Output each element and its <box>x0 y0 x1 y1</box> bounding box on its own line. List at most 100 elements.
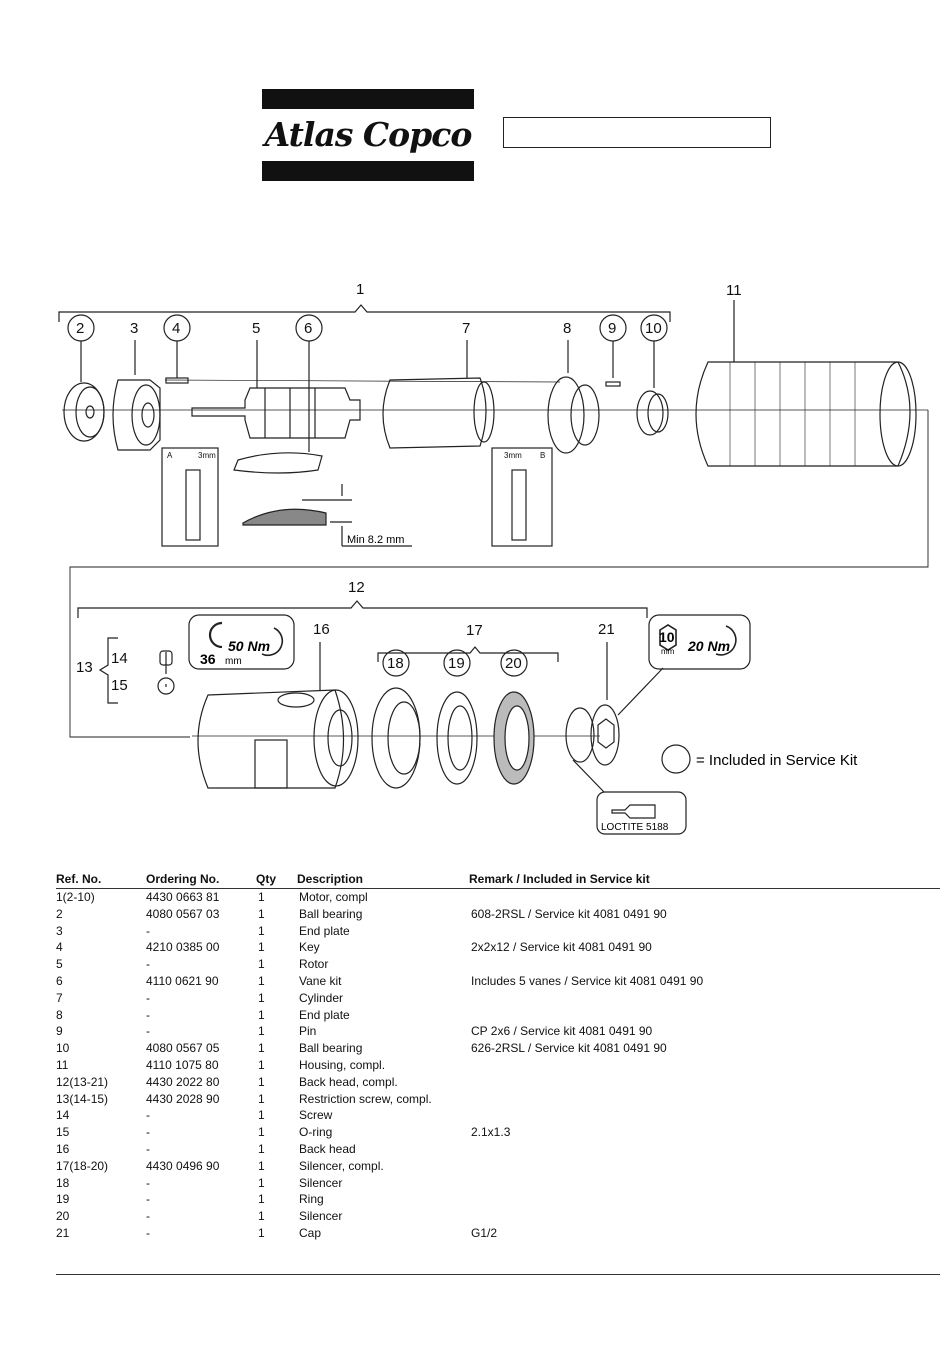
cell-ordering-no: - <box>146 1125 150 1140</box>
callout-12: 12 <box>348 579 365 596</box>
cell-remark: CP 2x6 / Service kit 4081 0491 90 <box>471 1024 653 1039</box>
torque-2-value: 20 Nm <box>687 638 730 654</box>
callout-circle-19 <box>443 649 471 677</box>
cell-remark <box>471 1074 940 1091</box>
cell-description: Key <box>299 940 320 955</box>
callout-circle-18 <box>382 649 410 677</box>
callout-15: 15 <box>111 677 128 694</box>
logo-wordmark: Atlas Copco <box>264 115 473 154</box>
cell-qty: 1 <box>258 1209 265 1224</box>
cell-ref-no: 2 <box>56 906 63 921</box>
atlas-copco-logo: Atlas Copco <box>262 89 474 181</box>
cell-description: End plate <box>299 1007 350 1022</box>
cell-remark <box>471 1107 940 1124</box>
part-11-housing <box>695 361 911 467</box>
cell-ordering-no: 4430 0496 90 <box>146 1158 220 1173</box>
table-header: Ref. No. Ordering No. Qty Description Re… <box>56 871 940 889</box>
header-remark: Remark / Included in Service kit <box>469 872 650 886</box>
cell-description: End plate <box>299 923 350 938</box>
torque-1-wrench-unit: mm <box>225 656 242 667</box>
table-row: 11 4110 1075 80 1 Housing, compl. <box>56 1057 940 1074</box>
cell-ordering-no: 4430 0663 81 <box>146 890 220 904</box>
logo-top-bar <box>262 89 474 109</box>
torque-1-value: 50 Nm <box>228 638 270 654</box>
cell-qty: 1 <box>258 1125 265 1140</box>
cell-qty: 1 <box>258 1225 265 1240</box>
cell-remark <box>471 1158 940 1175</box>
part-14-screw <box>159 650 173 666</box>
part-8-end-plate <box>547 376 585 454</box>
cell-remark <box>471 889 940 906</box>
parts-list-table: Ref. No. Ordering No. Qty Description Re… <box>56 871 940 1242</box>
callout-19: 19 <box>448 655 465 672</box>
cell-qty: 1 <box>258 1091 265 1106</box>
vane-section <box>242 508 327 526</box>
callout-20: 20 <box>505 655 522 672</box>
detail-a-box <box>161 447 219 547</box>
cell-ref-no: 9 <box>56 1024 63 1039</box>
callout-circle-20 <box>500 649 528 677</box>
detail-b-dim: 3mm <box>504 451 522 460</box>
header-ordering-no: Ordering No. <box>146 872 220 886</box>
callout-1: 1 <box>356 281 364 298</box>
cell-ordering-no: - <box>146 1007 150 1022</box>
cell-description: Ball bearing <box>299 906 363 921</box>
torque-box-2 <box>648 614 751 670</box>
bracket-1 <box>58 304 671 322</box>
cell-remark: 626-2RSL / Service kit 4081 0491 90 <box>471 1041 667 1056</box>
cell-ref-no: 4 <box>56 940 63 955</box>
cell-qty: 1 <box>258 1057 265 1072</box>
cell-remark <box>471 1208 940 1225</box>
cell-description: Silencer, compl. <box>299 1158 384 1173</box>
cell-ref-no: 11 <box>56 1057 69 1072</box>
vane-min-label: Min 8.2 mm <box>347 534 404 546</box>
cell-remark <box>471 923 940 940</box>
cell-ordering-no: - <box>146 923 150 938</box>
cell-description: Motor, compl <box>299 890 368 904</box>
cell-ref-no: 5 <box>56 957 63 972</box>
cell-description: Silencer <box>299 1175 343 1190</box>
loctite-box <box>596 791 687 835</box>
cell-description: Back head <box>299 1141 356 1156</box>
part-21-cap <box>565 707 595 763</box>
callout-18: 18 <box>387 655 404 672</box>
cell-ordering-no: 4110 0621 90 <box>146 973 219 988</box>
cell-ordering-no: 4210 0385 00 <box>146 940 220 955</box>
cell-qty: 1 <box>258 1041 265 1056</box>
callout-7: 7 <box>462 320 470 337</box>
cell-ref-no: 14 <box>56 1108 70 1123</box>
detail-a-letter: A <box>167 451 173 460</box>
cell-description: Vane kit <box>299 973 342 988</box>
torque-box-1 <box>188 614 295 670</box>
header-ref-no: Ref. No. <box>56 872 102 886</box>
callout-11: 11 <box>726 282 742 299</box>
cell-description: Cylinder <box>299 990 344 1005</box>
cell-description: Cap <box>299 1225 322 1240</box>
callout-17: 17 <box>466 622 483 639</box>
cell-ref-no: 18 <box>56 1175 70 1190</box>
cell-ordering-no: - <box>146 1024 150 1039</box>
cell-remark <box>471 956 940 973</box>
part-3-end-plate <box>112 379 161 451</box>
cell-ordering-no: 4110 1075 80 <box>146 1057 219 1072</box>
part-19-ring <box>436 691 478 785</box>
part-6-vane <box>233 452 323 474</box>
cell-qty: 1 <box>258 973 265 988</box>
service-kit-legend: = Included in Service Kit <box>696 752 858 769</box>
callout-4: 4 <box>172 320 180 337</box>
part-5-rotor <box>191 387 361 439</box>
cell-description: Housing, compl. <box>299 1057 386 1072</box>
torque-1-wrench: 36 <box>200 651 216 667</box>
cell-ref-no: 20 <box>56 1209 70 1224</box>
part-16-back-head <box>197 689 345 789</box>
